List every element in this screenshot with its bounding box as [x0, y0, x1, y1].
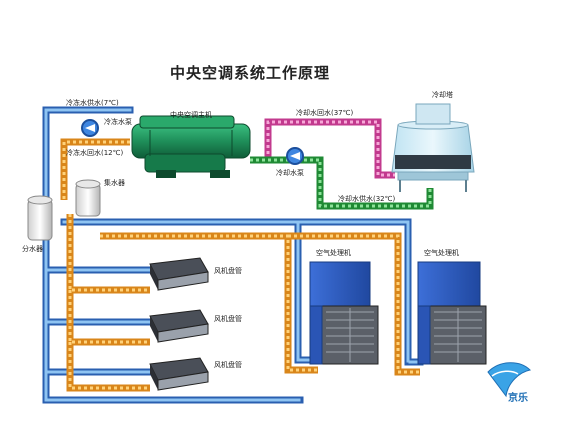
- label-ahu-2: 空气处理机: [424, 249, 459, 257]
- fan-coil-unit-3: [149, 357, 209, 391]
- label-fan-coil-3: 风机盘管: [214, 361, 242, 369]
- cooling-water-pump: [286, 147, 304, 165]
- collector-tank: [75, 179, 101, 217]
- label-cooling-pump: 冷却水泵: [276, 169, 304, 177]
- label-ahu-1: 空气处理机: [316, 249, 351, 257]
- label-distributor: 分水器: [22, 245, 43, 253]
- cooling-supply-pipe: [250, 156, 434, 210]
- chiller-unit: [131, 115, 251, 178]
- fan-coil-unit-1: [149, 257, 209, 291]
- logo-mark: [487, 362, 532, 398]
- label-chilled-supply: 冷冻水供水(7℃): [66, 99, 119, 107]
- label-fan-coil-2: 风机盘管: [214, 315, 242, 323]
- air-handling-unit-1: [309, 261, 379, 365]
- cooling-tower: [391, 103, 475, 192]
- diagram-title: 中央空调系统工作原理: [170, 64, 331, 82]
- distributor-tank: [27, 195, 53, 241]
- chilled-return-pipes: [60, 138, 420, 392]
- chilled-water-pump: [81, 119, 99, 137]
- label-fan-coil-1: 风机盘管: [214, 267, 242, 275]
- label-cooling-return: 冷却水回水(37℃): [296, 109, 354, 117]
- fan-coil-unit-2: [149, 309, 209, 343]
- label-collector: 集水器: [104, 179, 125, 187]
- logo-text: 京乐: [508, 393, 528, 404]
- label-chilled-pump: 冷冻水泵: [104, 118, 132, 126]
- label-chilled-return: 冷冻水回水(12℃): [66, 149, 124, 157]
- label-chiller: 中央空调主机: [170, 111, 212, 119]
- air-handling-unit-2: [417, 261, 487, 365]
- chilled-water-pipes: [42, 106, 424, 404]
- label-cooling-supply: 冷却水供水(32℃): [338, 195, 396, 203]
- label-cooling-tower: 冷却塔: [432, 91, 453, 99]
